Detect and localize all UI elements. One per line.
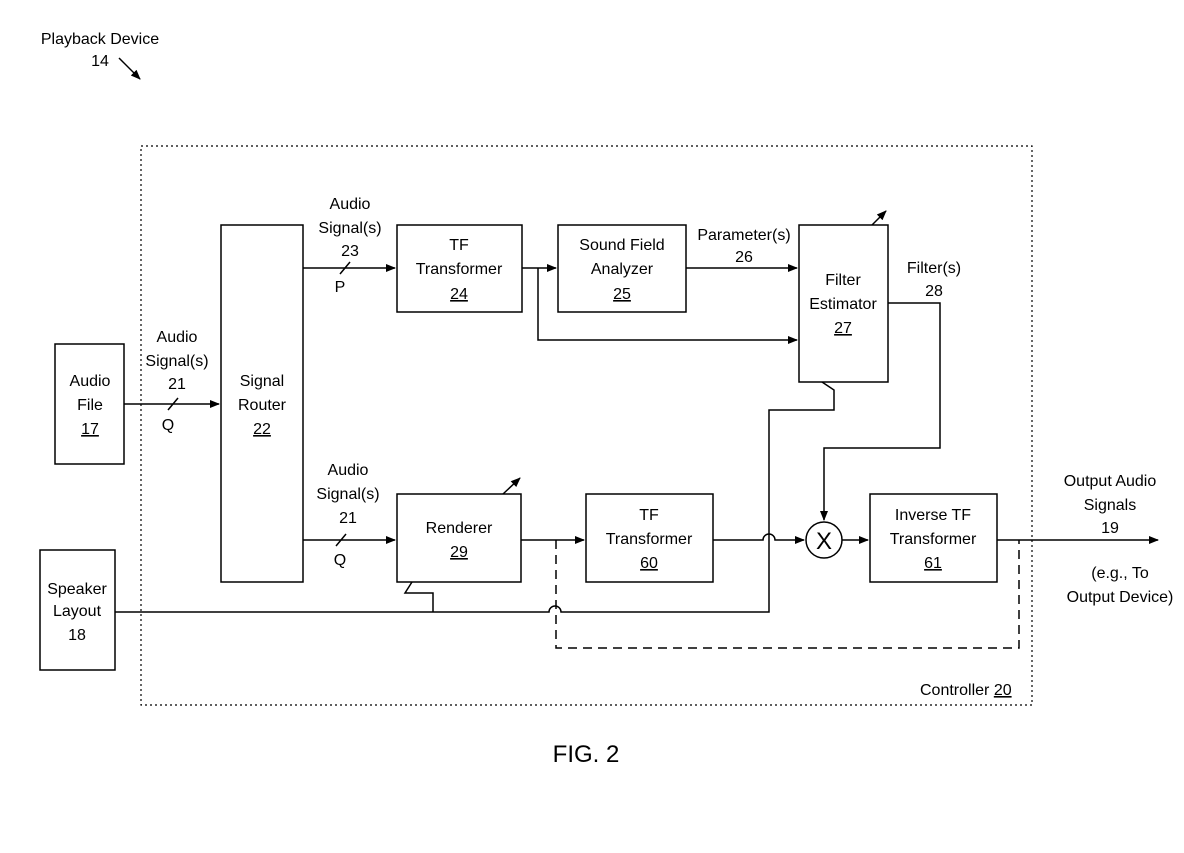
input-bus-slash xyxy=(167,397,179,411)
controller-boundary xyxy=(140,145,1033,706)
svg-text:Router: Router xyxy=(238,397,287,414)
svg-text:61: 61 xyxy=(924,555,942,572)
svg-text:Filter: Filter xyxy=(825,272,861,289)
svg-text:17: 17 xyxy=(81,421,99,438)
svg-text:21: 21 xyxy=(339,510,357,527)
svg-text:Renderer: Renderer xyxy=(426,520,493,537)
device-pointer-arrow xyxy=(118,57,141,80)
svg-text:Signal(s): Signal(s) xyxy=(145,353,208,370)
svg-text:26: 26 xyxy=(735,249,753,266)
sound-field-analyzer-block: Sound Field Analyzer 25 xyxy=(557,224,687,313)
svg-text:22: 22 xyxy=(253,421,271,438)
svg-text:Speaker: Speaker xyxy=(47,581,107,598)
svg-text:Sound Field: Sound Field xyxy=(579,237,664,254)
device-title: Playback Device xyxy=(41,31,159,48)
svg-text:Inverse TF: Inverse TF xyxy=(895,507,971,524)
svg-text:Analyzer: Analyzer xyxy=(591,261,654,278)
svg-text:28: 28 xyxy=(925,283,943,300)
lower-signal-label: Audio Signal(s) 21 Q xyxy=(316,462,379,569)
input-signal-label: Audio Signal(s) 21 Q xyxy=(145,329,208,434)
speaker-layout-wire xyxy=(115,381,835,613)
svg-text:Q: Q xyxy=(334,552,346,569)
speaker-layout-block: Speaker Layout 18 xyxy=(39,549,116,671)
svg-text:TF: TF xyxy=(639,507,659,524)
output-signal-label: Output Audio Signals 19 (e.g., To Output… xyxy=(1064,473,1174,606)
lower-bus-slash xyxy=(335,533,347,547)
svg-text:X: X xyxy=(816,528,832,555)
audio-file-block: Audio File 17 xyxy=(54,343,125,465)
svg-text:18: 18 xyxy=(68,627,86,644)
inverse-tf-transformer-block: Inverse TF Transformer 61 xyxy=(869,493,998,583)
svg-text:Q: Q xyxy=(162,417,174,434)
svg-text:Transformer: Transformer xyxy=(416,261,503,278)
tf-transformer-bottom-block: TF Transformer 60 xyxy=(585,493,714,583)
tf-transformer-top-block: TF Transformer 24 xyxy=(396,224,523,313)
svg-text:Parameter(s): Parameter(s) xyxy=(697,227,790,244)
multiplier-node: X xyxy=(805,521,843,559)
svg-text:Audio: Audio xyxy=(157,329,198,346)
svg-text:Transformer: Transformer xyxy=(606,531,693,548)
bypass-dashed-path xyxy=(555,540,1020,649)
svg-text:Output Device): Output Device) xyxy=(1067,589,1174,606)
renderer-adjust-arrow xyxy=(502,477,521,495)
svg-text:Audio: Audio xyxy=(330,196,371,213)
svg-text:Signal(s): Signal(s) xyxy=(316,486,379,503)
svg-text:Output Audio: Output Audio xyxy=(1064,473,1157,490)
svg-text:TF: TF xyxy=(449,237,469,254)
svg-text:21: 21 xyxy=(168,376,186,393)
svg-text:Signals: Signals xyxy=(1084,497,1136,514)
upper-bus-slash xyxy=(339,261,351,275)
svg-text:P: P xyxy=(335,279,346,296)
svg-text:60: 60 xyxy=(640,555,658,572)
svg-text:19: 19 xyxy=(1101,520,1119,537)
parameters-label: Parameter(s) 26 xyxy=(697,227,790,266)
svg-text:Layout: Layout xyxy=(53,603,102,620)
renderer-block: Renderer 29 xyxy=(396,493,522,583)
controller-label: Controller 20 xyxy=(920,682,1012,699)
filters-wire xyxy=(820,302,941,521)
speaker-to-renderer-wire xyxy=(403,581,434,612)
svg-text:Signal(s): Signal(s) xyxy=(318,220,381,237)
signal-router-block: Signal Router 22 xyxy=(220,224,304,583)
svg-text:Filter(s): Filter(s) xyxy=(907,260,961,277)
svg-text:File: File xyxy=(77,397,103,414)
svg-text:Audio: Audio xyxy=(328,462,369,479)
svg-text:(e.g., To: (e.g., To xyxy=(1091,565,1149,582)
filters-label: Filter(s) 28 xyxy=(907,260,961,300)
svg-text:24: 24 xyxy=(450,286,468,303)
svg-text:29: 29 xyxy=(450,544,468,561)
tf-to-estimator-wire xyxy=(537,268,798,344)
filter-estimator-adjust-arrow xyxy=(871,210,887,226)
figure-label: FIG. 2 xyxy=(553,741,620,768)
svg-text:Estimator: Estimator xyxy=(809,296,877,313)
filter-estimator-block: Filter Estimator 27 xyxy=(798,224,889,383)
device-ref: 14 xyxy=(91,53,109,70)
svg-text:27: 27 xyxy=(834,320,852,337)
svg-text:23: 23 xyxy=(341,243,359,260)
svg-text:Transformer: Transformer xyxy=(890,531,977,548)
svg-text:25: 25 xyxy=(613,286,631,303)
tf-to-multiplier-wire xyxy=(713,533,805,544)
upper-signal-label: Audio Signal(s) 23 P xyxy=(318,196,381,296)
svg-text:Audio: Audio xyxy=(70,373,111,390)
svg-text:Signal: Signal xyxy=(240,373,284,390)
